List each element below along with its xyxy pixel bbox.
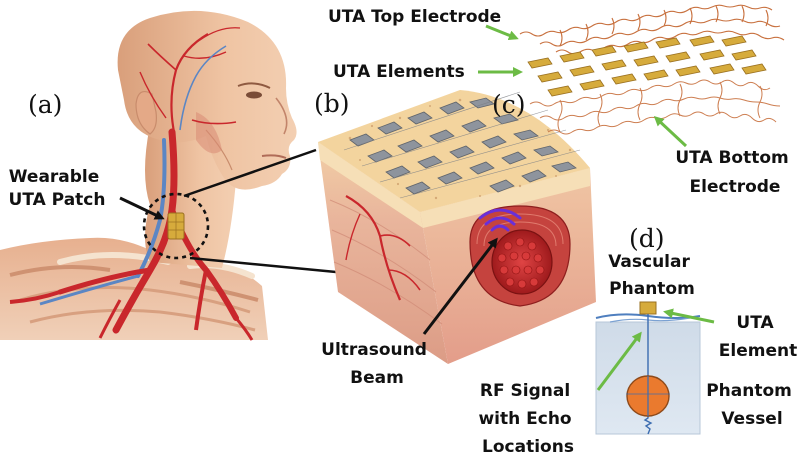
- panel-label-c: (c): [492, 90, 526, 119]
- panel-label-a: (a): [28, 90, 62, 119]
- label-wearable-uta-patch: Wearable UTA Patch: [9, 167, 106, 210]
- uta-grid-on-tissue: [349, 97, 577, 195]
- label-ultrasound-beam: Ultrasound Beam: [321, 340, 433, 388]
- label-uta-element: UTA Element: [719, 313, 797, 361]
- label-phantom-vessel: Phantom Vessel: [706, 381, 798, 429]
- zoom-line-bottom: [189, 256, 337, 274]
- head-shape: [117, 10, 297, 190]
- panel-a-anatomy: [0, 10, 297, 341]
- panel-c-electrode-stack: [519, 4, 785, 135]
- patch-highlight-circle: [142, 192, 210, 260]
- label-rf-signal: RF Signal with Echo Locations: [478, 381, 577, 457]
- panel-b-tissue-block: [318, 90, 596, 364]
- jugular-vein: [136, 138, 167, 278]
- panel-label-b: (b): [314, 89, 350, 118]
- label-uta-elements: UTA Elements: [333, 62, 465, 82]
- arrow-top-electrode: [485, 24, 519, 41]
- arrow-ultrasound-beam: [422, 237, 498, 335]
- top-electrode-mesh: [519, 4, 785, 55]
- arrow-wearable-patch: [119, 196, 165, 220]
- carotid-artery: [112, 128, 178, 334]
- panel-d-phantom: [595, 301, 701, 435]
- arrow-uta-element: [663, 308, 715, 324]
- arrow-rf-signal: [596, 331, 642, 391]
- label-uta-top-electrode: UTA Top Electrode: [328, 7, 501, 27]
- label-uta-bottom-electrode: UTA Bottom Electrode: [675, 148, 794, 197]
- label-vascular-phantom: Vascular Phantom: [608, 252, 696, 299]
- phantom-uta-element: [639, 301, 657, 315]
- uta-elements-grid: [527, 35, 767, 97]
- ear-shape: [135, 91, 157, 135]
- panel-label-d: (d): [629, 224, 665, 253]
- ultrasound-beam-waves: [478, 208, 522, 232]
- arrow-bottom-electrode: [653, 115, 688, 148]
- zoom-line-top: [183, 148, 317, 198]
